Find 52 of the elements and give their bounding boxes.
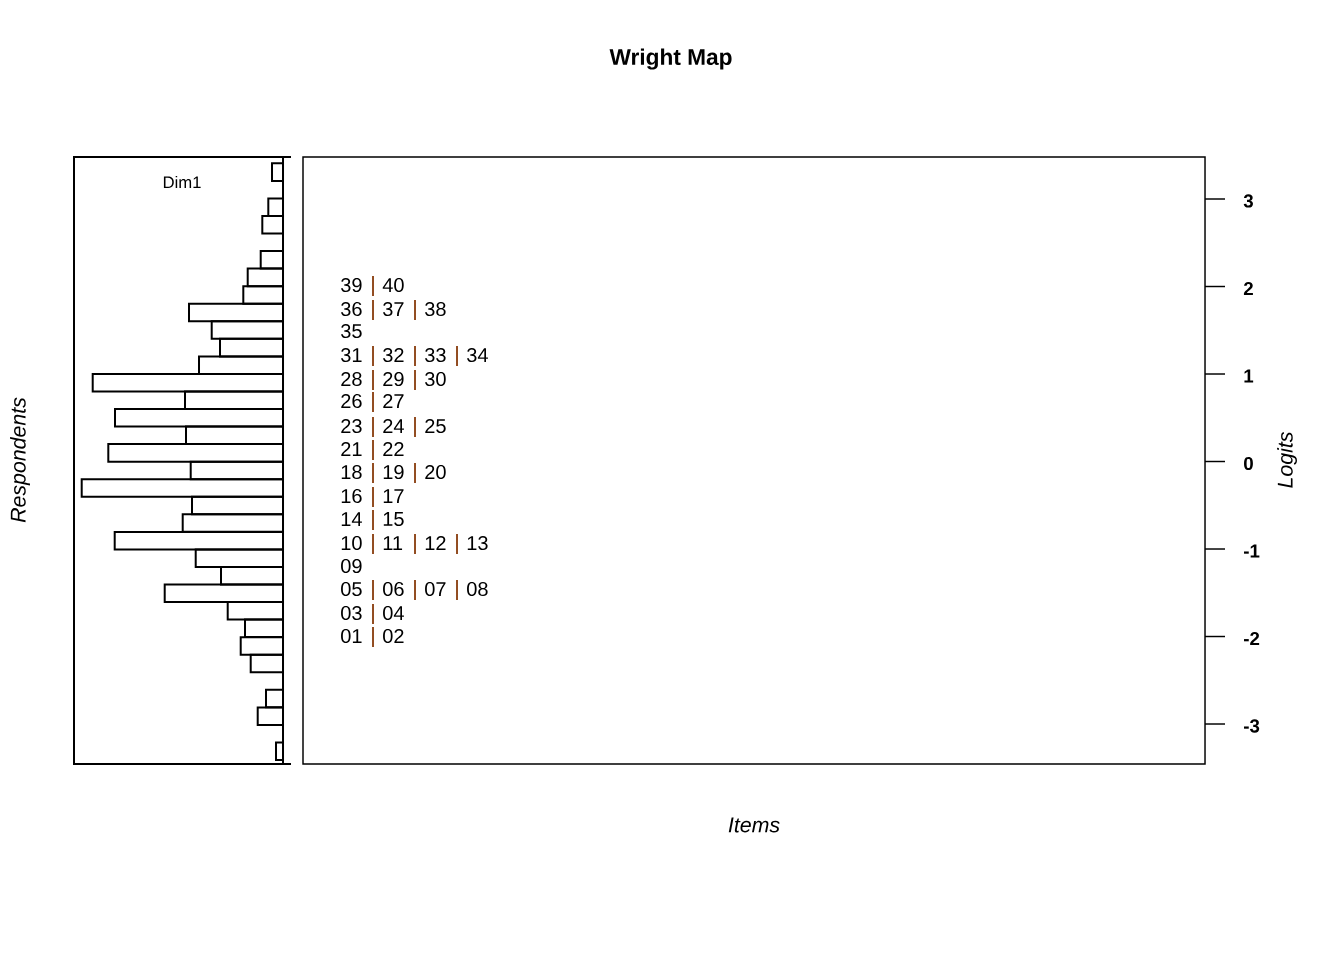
item-label: 19 [383, 464, 404, 480]
item-label: 31 [341, 347, 362, 363]
item-label: 06 [383, 581, 404, 597]
item-label: 08 [467, 581, 488, 597]
item-label: 09 [341, 558, 362, 574]
item-label: 30 [425, 371, 446, 387]
item-label: 24 [383, 419, 404, 433]
item-label: 29 [383, 371, 404, 387]
tick-label: -2 [1244, 632, 1260, 646]
item-label: 13 [467, 535, 488, 551]
item-label: 11 [383, 536, 403, 550]
item-label: 38 [425, 301, 446, 317]
item-label: 40 [382, 277, 404, 293]
axis-title: Items [728, 817, 780, 833]
item-label: 02 [383, 628, 404, 644]
item-label: 15 [383, 512, 404, 526]
item-label: 33 [425, 347, 446, 363]
chart-title: Wright Map [609, 48, 732, 70]
dim-label: Dim1 [163, 175, 201, 189]
item-label: 25 [425, 418, 446, 434]
axis-title: Respondents [10, 397, 30, 523]
item-label: 01 [341, 628, 362, 644]
item-label: 27 [383, 394, 404, 408]
tick-label: -1 [1244, 544, 1260, 558]
item-label: 18 [341, 464, 362, 480]
item-label: 32 [383, 347, 404, 363]
item-label: 34 [467, 347, 488, 363]
item-label: 37 [383, 301, 404, 317]
item-label: 21 [341, 442, 362, 456]
item-label: 03 [341, 605, 362, 621]
item-label: 36 [341, 301, 362, 317]
tick-label: 0 [1244, 456, 1253, 471]
item-label: 10 [341, 535, 362, 551]
item-label: 05 [341, 581, 362, 597]
tick-label: 1 [1244, 369, 1254, 383]
item-label: 12 [425, 536, 446, 550]
item-label: 26 [341, 393, 362, 409]
item-label: 17 [383, 489, 404, 503]
item-label: 28 [341, 371, 362, 387]
tick-label: 2 [1243, 281, 1253, 295]
item-label: 35 [341, 323, 362, 339]
item-label: 04 [383, 605, 404, 621]
axis-title: Logits [1277, 432, 1297, 488]
tick-label: -3 [1244, 719, 1260, 733]
item-label: 14 [341, 512, 362, 526]
item-label: 23 [341, 418, 362, 434]
item-label: 22 [383, 442, 404, 456]
item-label: 16 [341, 488, 362, 504]
tick-label: 3 [1243, 194, 1253, 208]
item-label: 39 [341, 277, 362, 293]
item-label: 07 [425, 581, 446, 597]
item-label: 20 [425, 464, 446, 480]
